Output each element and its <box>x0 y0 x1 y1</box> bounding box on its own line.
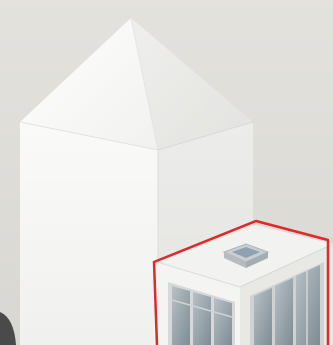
main-house-left-wall <box>20 122 158 345</box>
left-glazing-pane-3 <box>214 298 232 345</box>
left-glazing-pane-1 <box>172 286 190 345</box>
right-glazing-pane-1 <box>254 288 272 345</box>
right-glazing-pane-2 <box>275 278 293 345</box>
right-glazing-pane-3 <box>296 265 320 345</box>
left-glazing-pane-2 <box>193 292 211 345</box>
